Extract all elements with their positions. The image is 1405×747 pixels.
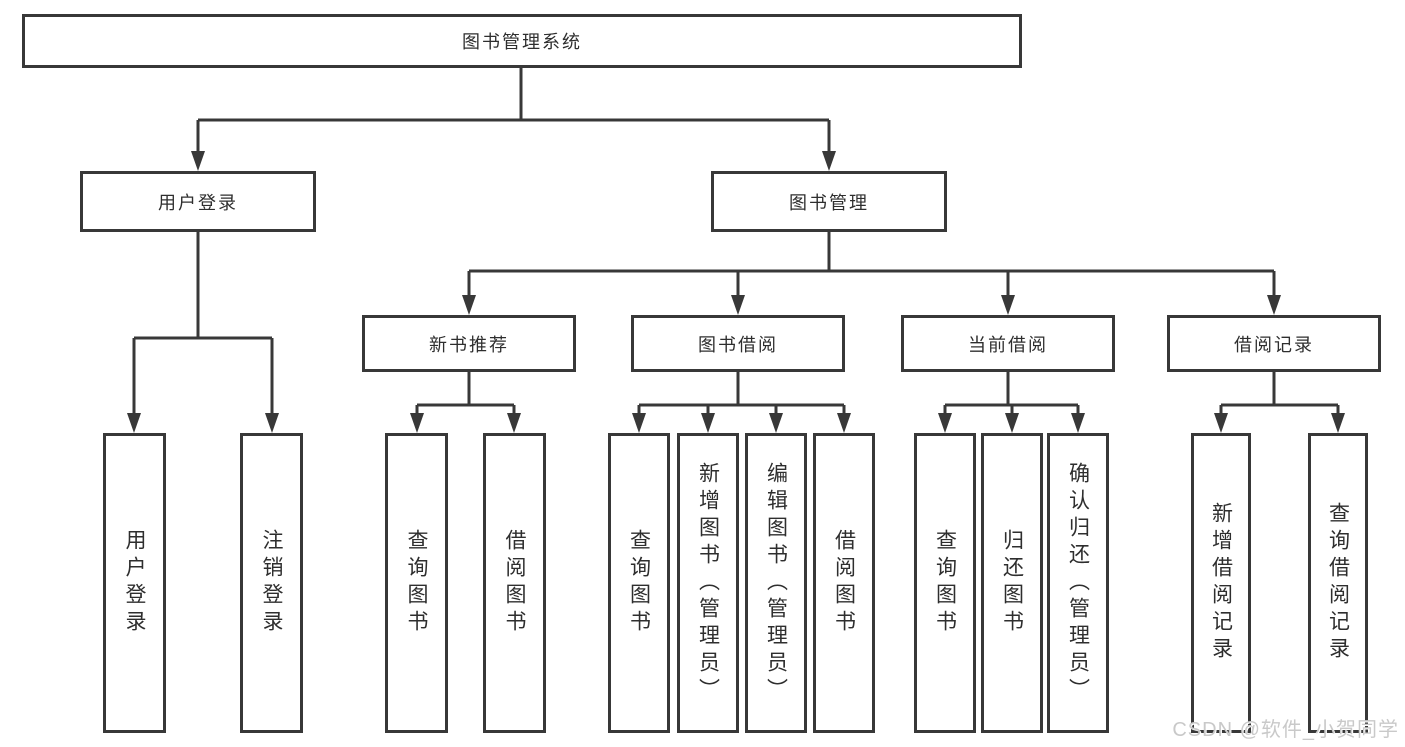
node-leaf-edit-book-admin: 编辑图书（管理员） <box>745 433 807 733</box>
node-borrow-record: 借阅记录 <box>1167 315 1381 372</box>
leaf-label: 新增图书（管理员） <box>696 461 720 705</box>
node-leaf-query-book-2: 查询图书 <box>608 433 670 733</box>
node-leaf-borrow-book-1: 借阅图书 <box>483 433 546 733</box>
leaf-label: 查询图书 <box>627 529 651 637</box>
node-user-login: 用户登录 <box>80 171 316 232</box>
leaf-label: 注销登录 <box>260 529 284 637</box>
leaf-label: 编辑图书（管理员） <box>764 461 788 705</box>
node-leaf-logout: 注销登录 <box>240 433 303 733</box>
leaf-label: 查询图书 <box>405 529 429 637</box>
node-leaf-query-book-3: 查询图书 <box>914 433 976 733</box>
leaf-label: 借阅图书 <box>503 529 527 637</box>
node-current-borrow: 当前借阅 <box>901 315 1115 372</box>
node-leaf-user-login: 用户登录 <box>103 433 166 733</box>
leaf-label: 新增借阅记录 <box>1209 502 1233 664</box>
leaf-label: 借阅图书 <box>832 529 856 637</box>
node-root-library-system: 图书管理系统 <box>22 14 1022 68</box>
node-leaf-query-book-1: 查询图书 <box>385 433 448 733</box>
node-leaf-add-book-admin: 新增图书（管理员） <box>677 433 739 733</box>
node-leaf-confirm-return-admin: 确认归还（管理员） <box>1047 433 1109 733</box>
leaf-label: 用户登录 <box>123 529 147 637</box>
node-leaf-query-borrow-record: 查询借阅记录 <box>1308 433 1368 733</box>
leaf-label: 归还图书 <box>1000 529 1024 637</box>
leaf-label: 查询图书 <box>933 529 957 637</box>
node-leaf-return-book: 归还图书 <box>981 433 1043 733</box>
node-leaf-add-borrow-record: 新增借阅记录 <box>1191 433 1251 733</box>
node-new-book-recommend: 新书推荐 <box>362 315 576 372</box>
leaf-label: 查询借阅记录 <box>1326 502 1350 664</box>
node-book-management: 图书管理 <box>711 171 947 232</box>
leaf-label: 确认归还（管理员） <box>1066 461 1090 705</box>
node-leaf-borrow-book-2: 借阅图书 <box>813 433 875 733</box>
node-book-borrow: 图书借阅 <box>631 315 845 372</box>
